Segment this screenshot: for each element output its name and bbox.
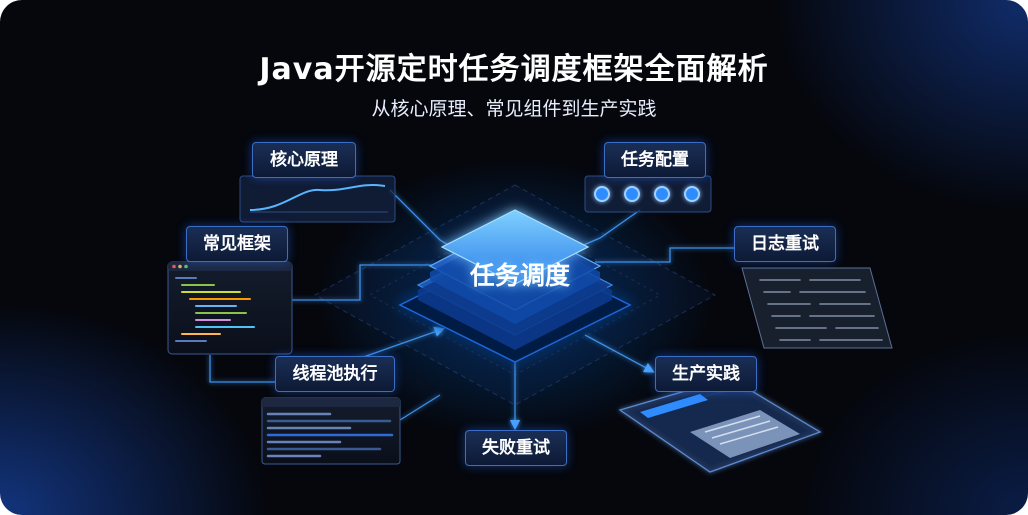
node-log-retry: 日志重试 bbox=[734, 226, 836, 262]
central-stack bbox=[398, 209, 632, 363]
line-pool-panel bbox=[399, 394, 441, 421]
line-frameworks-pool bbox=[209, 355, 275, 383]
core-principle-chart bbox=[239, 175, 396, 223]
config-dot bbox=[594, 186, 610, 202]
trend-line bbox=[249, 184, 386, 211]
page-title: Java开源定时任务调度框架全面解析 bbox=[259, 52, 769, 87]
config-dot bbox=[684, 186, 700, 202]
node-failure-retry: 失败重试 bbox=[465, 430, 567, 466]
line-log-retry bbox=[595, 247, 735, 263]
config-dot bbox=[654, 186, 670, 202]
center-node-label: 任务调度 bbox=[469, 261, 570, 290]
log-document bbox=[741, 267, 893, 349]
line-thread-pool bbox=[354, 326, 445, 361]
code-editor-window bbox=[167, 261, 293, 355]
line-common-frameworks bbox=[290, 264, 440, 301]
thread-pool-table bbox=[261, 397, 401, 465]
config-dot bbox=[624, 186, 640, 202]
node-task-config: 任务配置 bbox=[604, 142, 706, 178]
line-production bbox=[584, 334, 655, 373]
node-core-principle: 核心原理 bbox=[252, 142, 356, 178]
node-thread-pool: 线程池执行 bbox=[275, 356, 395, 392]
node-production: 生产实践 bbox=[655, 356, 757, 392]
production-tablet bbox=[618, 377, 822, 473]
node-common-frameworks: 常见框架 bbox=[186, 226, 288, 262]
task-config-panel bbox=[584, 175, 712, 213]
page-subtitle: 从核心原理、常见组件到生产实践 bbox=[371, 98, 657, 120]
